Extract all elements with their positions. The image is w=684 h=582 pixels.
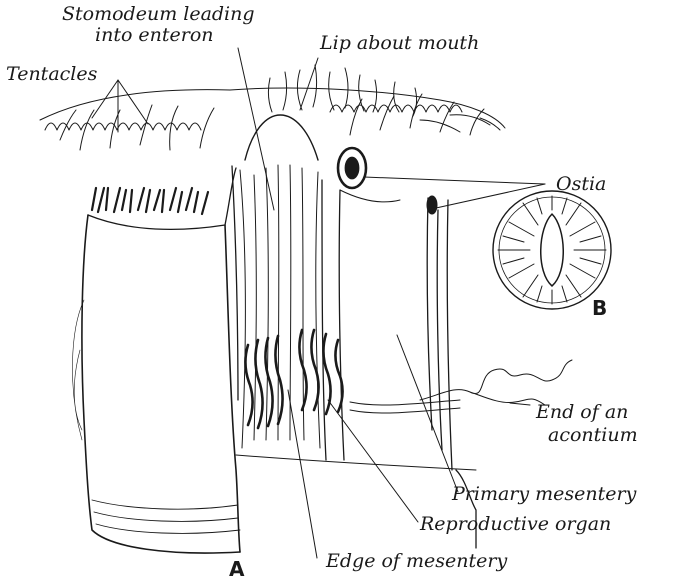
leader-tentacles-b: [118, 80, 148, 124]
ostia: [338, 148, 437, 214]
leader-edge-of-mesentery: [288, 390, 317, 558]
cross-section-septa: [498, 196, 606, 304]
label-tentacles: Tentacles: [6, 64, 97, 85]
ostium-lower: [427, 196, 437, 214]
label-primary-mesentery: Primary mesentery: [452, 484, 636, 505]
label-reproductive-organ: Reproductive organ: [420, 514, 611, 535]
leader-stomodeum: [238, 48, 274, 210]
leader-acontium: [510, 403, 530, 405]
label-stomodeum-line2: into enteron: [95, 25, 214, 46]
label-ostia: Ostia: [556, 174, 606, 195]
leader-lip: [300, 58, 318, 110]
body-column: [72, 168, 240, 553]
label-edge-of-mesentery: Edge of mesentery: [326, 551, 507, 572]
base-line: [236, 455, 476, 470]
panel-b-cross-section: [493, 191, 611, 309]
label-stomodeum-line1: Stomodeum leading: [62, 4, 255, 25]
label-acontium-line2: acontium: [548, 425, 638, 446]
label-acontium-line1: End of an: [536, 402, 628, 423]
panel-b-letter: B: [592, 298, 607, 318]
leader-lines: [92, 48, 545, 558]
reproductive-organ: [245, 330, 342, 428]
cross-section-stomodeum: [541, 214, 564, 286]
leader-reproductive-organ: [328, 400, 418, 522]
label-lip: Lip about mouth: [320, 33, 479, 54]
panel-a-letter: A: [229, 559, 244, 579]
tentacle-crown: [40, 65, 505, 150]
tentacle-bases: [92, 188, 208, 214]
leader-ostia-upper: [364, 177, 545, 184]
leader-tentacles-a: [92, 80, 118, 118]
septa-walls: [232, 166, 476, 548]
